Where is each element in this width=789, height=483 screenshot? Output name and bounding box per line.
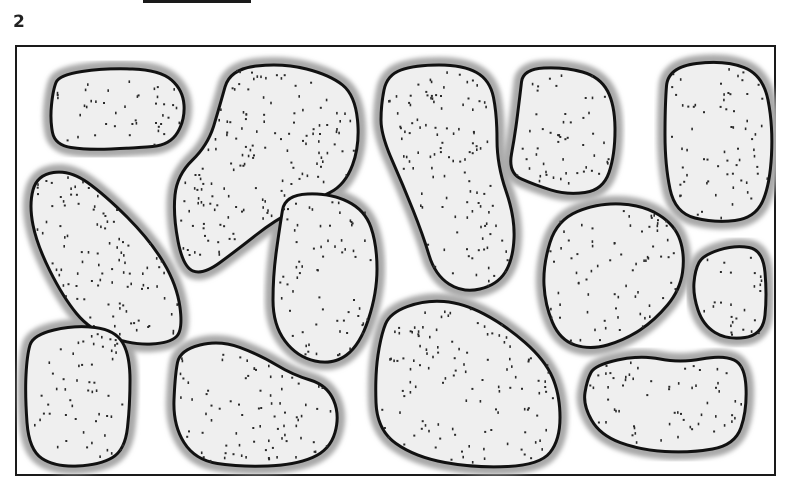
grain-diagram: [15, 45, 776, 476]
top-rule: [143, 0, 251, 3]
grain-10: [26, 327, 130, 466]
grain-13: [585, 357, 747, 452]
grain-09-outline: [694, 247, 766, 338]
grain-13-outline: [585, 357, 747, 452]
grain-06: [511, 68, 615, 193]
grain-07-outline: [665, 62, 772, 221]
grain-04: [273, 194, 377, 362]
diagram-frame: [15, 45, 776, 476]
grain-07: [665, 62, 772, 221]
grain-01: [51, 69, 184, 150]
grain-04-outline: [273, 194, 377, 362]
grain-01-outline: [51, 69, 184, 150]
grain-09: [694, 247, 766, 338]
figure-label: 2: [13, 14, 25, 31]
